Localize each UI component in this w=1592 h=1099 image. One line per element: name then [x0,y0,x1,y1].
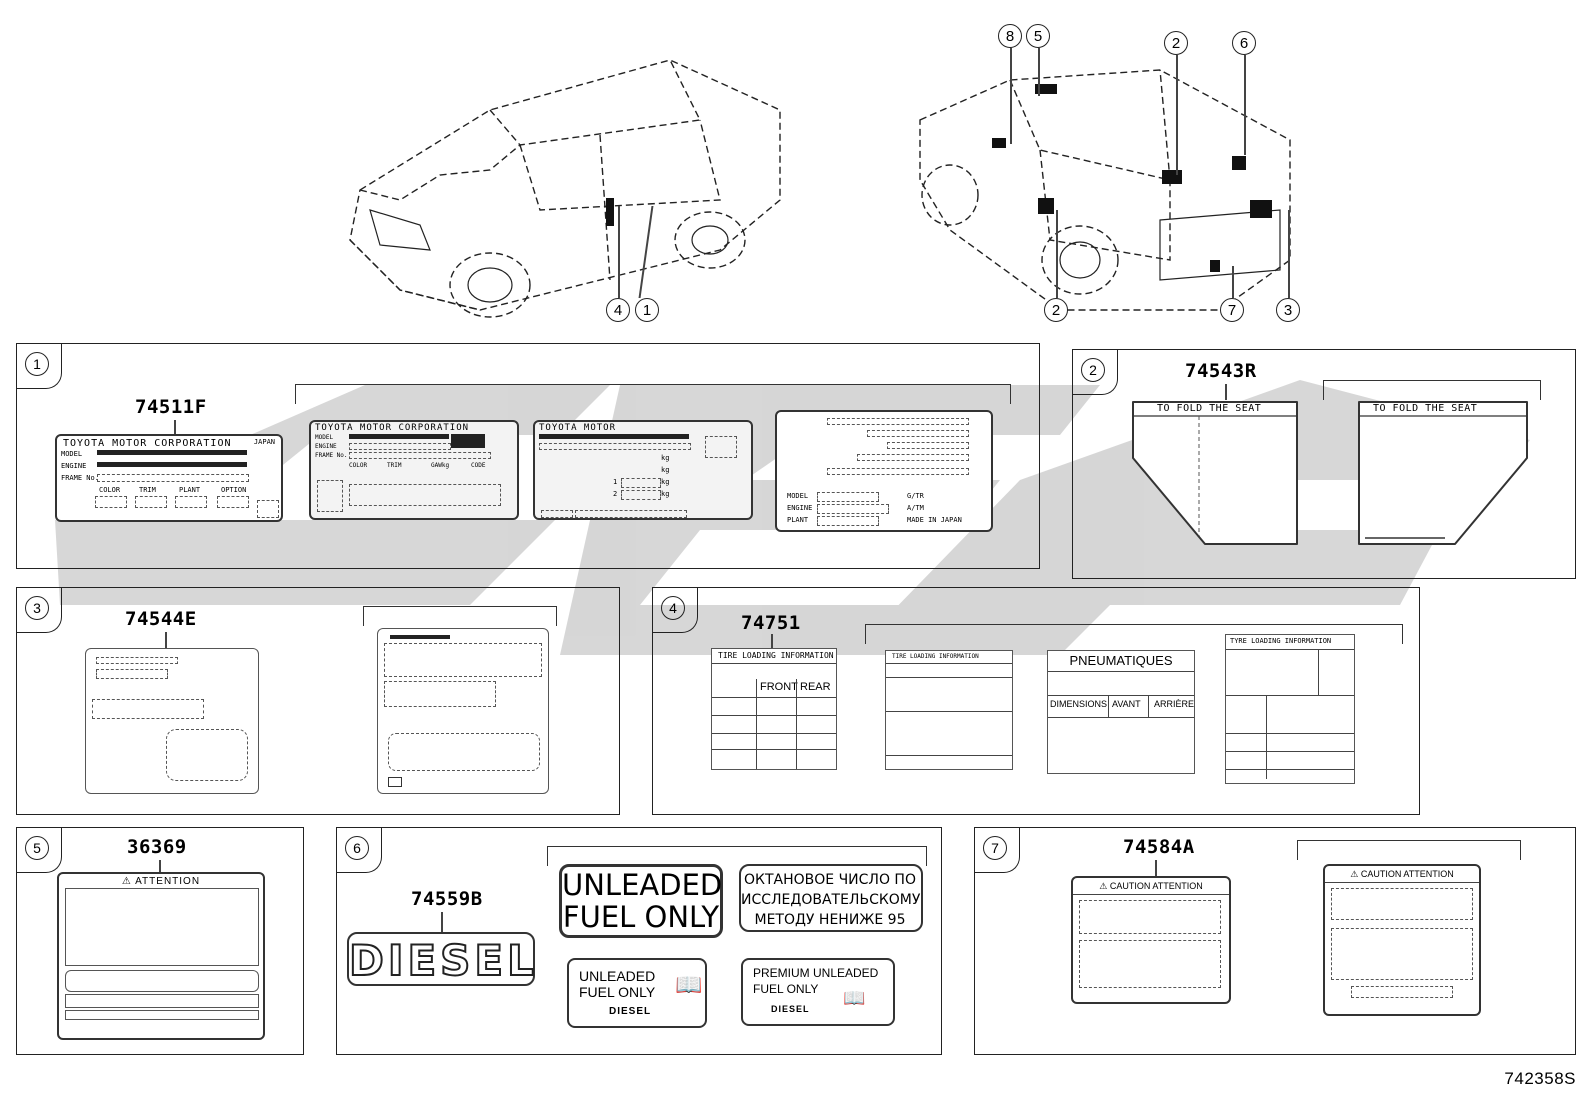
label-vin-plate-c: TOYOTA MOTOR kg kg kg kg 1 2 [533,420,753,520]
panel-index: 4 [661,596,685,620]
part-number: 74751 [741,612,801,634]
label-warning-a [85,648,259,794]
label-caution-a: ⚠ CAUTION ATTENTION [1071,876,1231,1004]
callout-5-rear: 5 [1026,24,1050,48]
panel-1: 1 74511F TOYOTA MOTOR CORPORATION JAPAN … [16,343,1040,569]
variant-bracket [1297,840,1521,860]
panel-6: 6 74559B DIESEL UNLEADED FUEL ONLY ОКТАН… [336,827,942,1055]
panel-index: 5 [25,836,49,860]
label-tire-loading-a: TIRE LOADING INFORMATION FRONT REAR [711,648,837,770]
label-vin-plate-a: TOYOTA MOTOR CORPORATION JAPAN MODEL ENG… [55,434,283,522]
label-russian-octane: ОКТАНОВОЕ ЧИСЛО ПО ИССЛЕДОВАТЕЛЬСКОМУ МЕ… [739,864,923,932]
variant-bracket [865,624,1403,644]
callout-2-rear-bottom: 2 [1044,298,1068,322]
label-fold-seat-a [1132,401,1298,545]
panel-5: 5 36369 ⚠ ATTENTION [16,827,304,1055]
panel-index: 3 [25,596,49,620]
part-number: 74511F [135,396,207,418]
label-unleaded-fuel-only-large: UNLEADED FUEL ONLY [559,864,723,938]
part-number: 36369 [127,836,187,858]
label-tyre-loading: TYRE LOADING INFORMATION [1225,634,1355,784]
panel-7: 7 74584A ⚠ CAUTION ATTENTION ⚠ CAUTION A… [974,827,1576,1055]
panel-index: 2 [1081,358,1105,382]
callout-4-front: 4 [606,298,630,322]
callout-3-rear: 3 [1276,298,1300,322]
label-unleaded-fuel-only-small: UNLEADED FUEL ONLY 📖 DIESEL [567,958,707,1028]
part-number: 74543R [1185,360,1257,382]
panel-4: 4 74751 TIRE LOADING INFORMATION FRONT R… [652,587,1420,815]
vehicle-front-view [349,59,781,318]
label-caution-b: ⚠ CAUTION ATTENTION [1323,864,1481,1016]
label-vin-plate-b: TOYOTA MOTOR CORPORATION MODEL ENGINE FR… [309,420,519,520]
callout-1-front: 1 [635,298,659,322]
manual-book-icon: 📖 [675,972,703,997]
callout-8-rear: 8 [998,24,1022,48]
variant-bracket [295,384,1011,404]
label-fold-seat-b [1358,401,1528,545]
label-attention: ⚠ ATTENTION [57,872,265,1040]
panel-index: 1 [25,352,49,376]
part-number: 74559B [411,888,483,910]
vehicle-rear-view [919,69,1291,311]
label-diesel: DIESEL [347,932,535,986]
label-vin-plate-d: MODEL ENGINE PLANT G/TR A/TM MADE IN JAP… [775,410,993,532]
label-warning-b [377,628,549,794]
part-number: 74584A [1123,836,1195,858]
variant-bracket [363,606,557,626]
manual-book-icon: 📖 [843,988,866,1008]
callout-6-rear: 6 [1232,31,1256,55]
label-premium-unleaded: PREMIUM UNLEADED FUEL ONLY 📖 DIESEL [741,958,895,1026]
panel-index: 6 [345,836,369,860]
label-tire-loading-b: TIRE LOADING INFORMATION [885,650,1013,770]
panel-2: 2 74543R TO FOLD THE SEAT TO FOLD THE SE… [1072,349,1576,579]
variant-bracket [547,846,927,866]
panel-3: 3 74544E [16,587,620,815]
label-pneumatiques: PNEUMATIQUES DIMENSIONS AVANT ARRIÈRE [1047,650,1195,774]
part-number: 74544E [125,608,197,630]
panel-index: 7 [983,836,1007,860]
callout-7-rear: 7 [1220,298,1244,322]
diagram-id: 742358S [1504,1069,1576,1088]
callout-2-rear-top: 2 [1164,31,1188,55]
variant-bracket [1323,380,1541,400]
